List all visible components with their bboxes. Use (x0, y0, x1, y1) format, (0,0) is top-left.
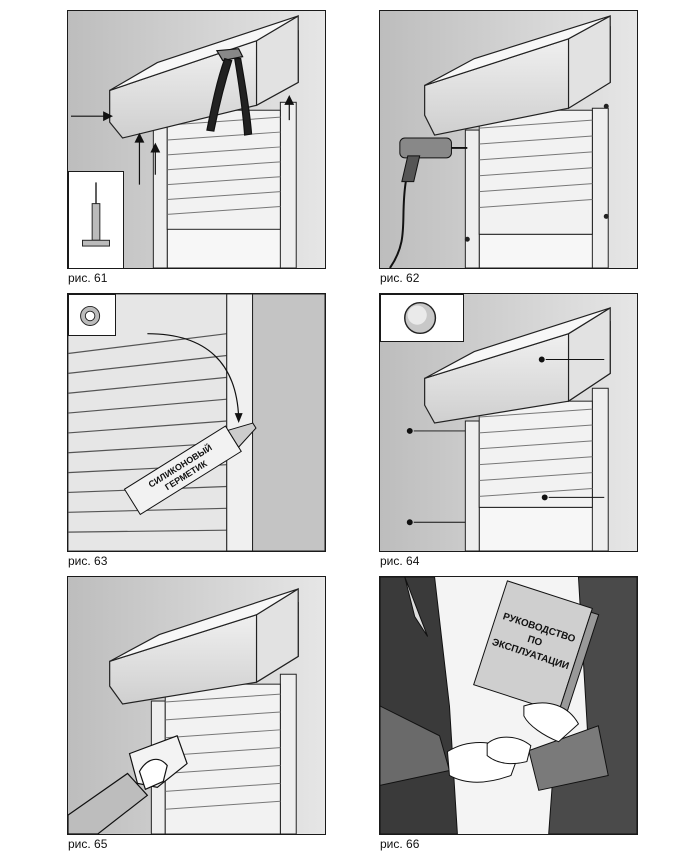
shutter-slats (166, 109, 281, 230)
figure-61-rivet-box (67, 10, 326, 269)
indicator-arrows (70, 95, 295, 185)
rivet-gun-icon (206, 48, 253, 136)
roller-box (109, 14, 299, 139)
shutter-slats (164, 683, 281, 834)
figure-64-caption: рис. 64 (380, 554, 420, 568)
figure-66-illustration: РУКОВОДСТВО ПО ЭКСПЛУАТАЦИИ (380, 577, 637, 834)
roller-box (424, 14, 611, 136)
hand-with-cloth (68, 734, 188, 834)
figure-64-illustration (380, 294, 637, 551)
figure-66-handover: РУКОВОДСТВО ПО ЭКСПЛУАТАЦИИ (379, 576, 638, 835)
roller-box (109, 587, 299, 705)
rivet-inset (68, 171, 124, 268)
person-right-suit (528, 577, 637, 834)
figure-63-caption: рис. 63 (68, 554, 108, 568)
figure-61-caption: рис. 61 (68, 271, 108, 285)
figure-66-caption: рис. 66 (380, 837, 420, 851)
roller-box (424, 306, 611, 424)
figure-61-illustration (68, 11, 325, 268)
figure-65-caption: рис. 65 (68, 837, 108, 851)
figure-63-sealant-closeup: СИЛИКОНОВЫЙ ГЕРМЕТИК (67, 293, 326, 552)
figure-65-illustration (68, 577, 325, 834)
handshake (446, 736, 532, 783)
figure-62-illustration (380, 11, 637, 268)
operating-manual: РУКОВОДСТВО ПО ЭКСПЛУАТАЦИИ (473, 580, 600, 716)
plug-arrows (406, 356, 605, 526)
shutter-slats (478, 400, 593, 508)
figure-65-cleaning (67, 576, 326, 835)
rivet-icon (82, 182, 110, 247)
figure-62-caption: рис. 62 (380, 271, 420, 285)
drill-icon (389, 137, 468, 268)
shutter-slats (478, 109, 593, 235)
manual-title-line2: ПО (526, 634, 544, 649)
sealant-bead-icon (80, 305, 101, 326)
figure-63-illustration: СИЛИКОНОВЫЙ ГЕРМЕТИК (68, 294, 325, 551)
figure-64-plugs (379, 293, 638, 552)
hand-holding-manual (523, 702, 580, 743)
bead-inset (68, 294, 116, 336)
plug-inset (380, 294, 464, 342)
plug-cap-icon (404, 301, 437, 335)
figure-62-drill-box (379, 10, 638, 269)
screw-markers (464, 103, 609, 242)
